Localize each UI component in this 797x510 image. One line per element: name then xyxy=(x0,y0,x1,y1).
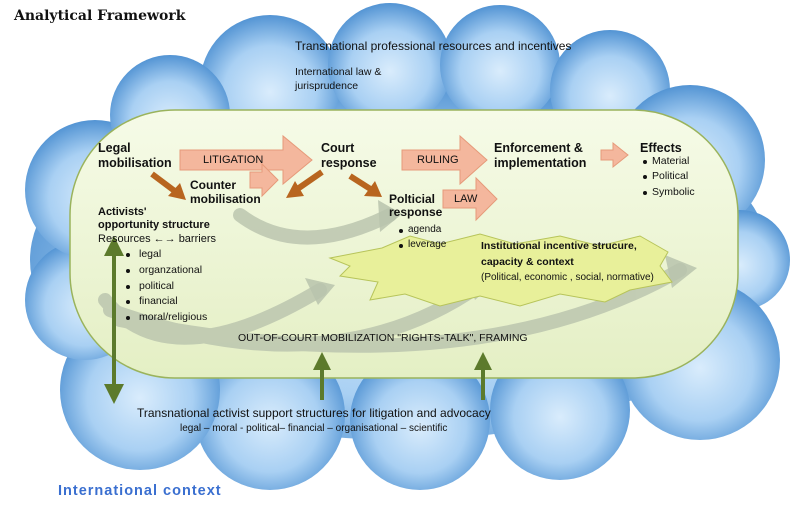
institutional-starburst xyxy=(328,233,673,307)
political-response-line1: Polticial xyxy=(389,192,436,206)
law-arrow xyxy=(442,176,498,222)
effects-item: Material xyxy=(652,155,690,167)
ruling-arrow xyxy=(401,134,488,186)
law-label: LAW xyxy=(454,193,478,205)
curved-arrows xyxy=(98,208,687,353)
pink-flow-arrows xyxy=(179,134,629,222)
international-context-label: International context xyxy=(58,483,222,499)
bullet-dots xyxy=(126,160,647,320)
institutional-line3: (Political, economic , social, normative… xyxy=(481,272,654,283)
court-response-line1: Court xyxy=(321,141,355,155)
activists-item: political xyxy=(139,280,175,292)
activists-item: moral/religious xyxy=(139,311,208,323)
activists-heading-line1: Activists' xyxy=(98,206,147,218)
diagram-title: Analytical Framework xyxy=(14,8,186,24)
political-item: agenda xyxy=(408,224,442,235)
legal-mobilisation-line2: mobilisation xyxy=(98,156,172,170)
ruling-label: RULING xyxy=(417,154,459,166)
enforcement-line2: implementation xyxy=(494,156,587,170)
institutional-line1: Institutional incentive strucure, xyxy=(481,240,637,252)
effects-item: Symbolic xyxy=(652,186,695,198)
activists-item: organzational xyxy=(139,264,203,276)
cloud-top-sub-2: jurisprudence xyxy=(295,80,359,92)
effects-item: Political xyxy=(652,170,689,182)
litigation-arrow xyxy=(179,134,313,186)
transnational-support-heading: Transnational activist support structure… xyxy=(137,406,491,420)
effects-heading: Effects xyxy=(640,141,682,155)
resources-barriers: Resources ←→ barriers xyxy=(98,233,216,245)
activists-item: legal xyxy=(139,248,162,260)
counter-mobilisation-arrow xyxy=(249,162,279,198)
court-response-line2: response xyxy=(321,156,377,170)
transnational-support-sub: legal – moral - political– financial – o… xyxy=(180,423,448,434)
litigation-label: LITIGATION xyxy=(203,154,264,166)
green-arrows xyxy=(104,236,492,404)
institutional-line2: capacity & context xyxy=(481,256,574,268)
cloud-top-sub-1: International law & xyxy=(295,66,382,78)
implementation-arrow xyxy=(600,141,629,169)
activists-heading-line2: opportunity structure xyxy=(98,219,210,231)
political-item: leverage xyxy=(408,239,447,250)
legal-mobilisation-line1: Legal xyxy=(98,141,131,155)
political-response-line2: response xyxy=(389,205,443,219)
cloud-top-heading: Transnational professional resources and… xyxy=(295,39,572,53)
out-of-court-mobilization: OUT-OF-COURT MOBILIZATION "RIGHTS-TALK",… xyxy=(238,332,528,344)
counter-mobilisation-line2: mobilisation xyxy=(190,192,261,206)
activists-item: financial xyxy=(139,295,178,307)
brown-arrows xyxy=(150,169,382,200)
counter-mobilisation-line1: Counter xyxy=(190,178,236,192)
enforcement-line1: Enforcement & xyxy=(494,141,583,155)
